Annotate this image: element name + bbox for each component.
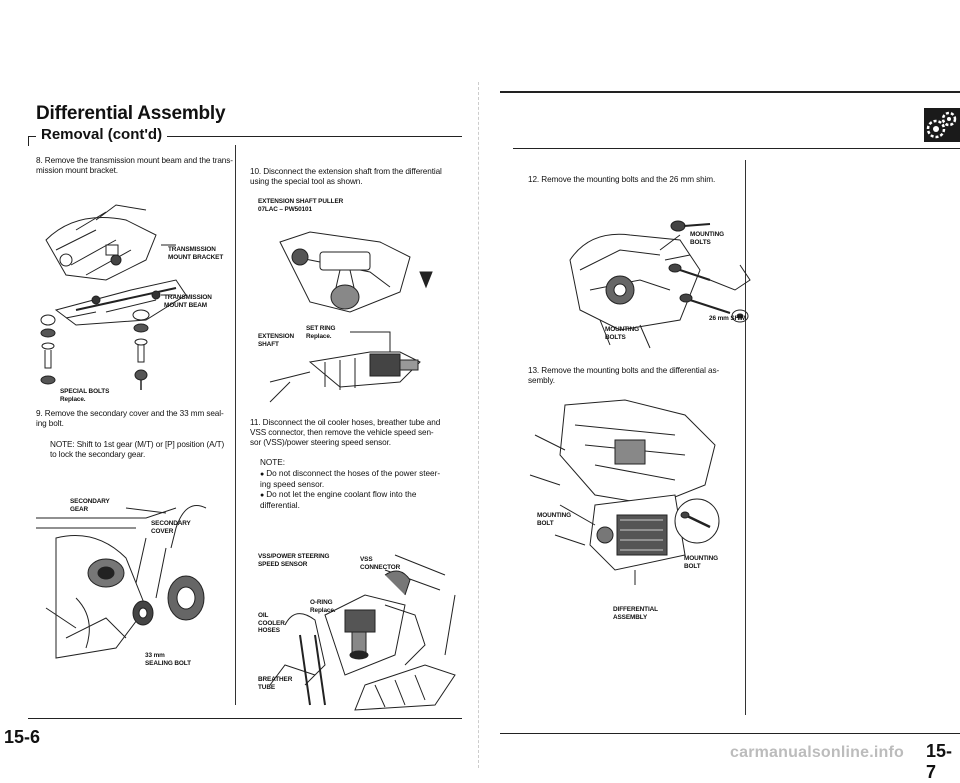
illustration-secondary-cover — [36, 488, 236, 670]
gear-pair-icon — [924, 108, 960, 142]
label-secondary-cover: SECONDARY COVER — [151, 520, 191, 535]
step-8-text: 8. Remove the transmission mount beam an… — [36, 156, 233, 175]
label-breather-tube: BREATHER TUBE — [258, 676, 293, 691]
title-rule — [28, 136, 462, 137]
illustration-mounting-bolts-shim — [560, 210, 760, 350]
label-vss-connector: VSS CONNECTOR — [360, 556, 401, 571]
label-33mm-sealing-bolt: 33 mm SEALING BOLT — [145, 652, 191, 667]
label-extension-shaft: EXTENSION SHAFT — [258, 333, 295, 348]
left-column-divider — [235, 145, 236, 705]
page-number-left: 15-6 — [4, 727, 41, 747]
illustration-differential-assembly — [525, 395, 740, 605]
step-9-text: 9. Remove the secondary cover and the 33… — [36, 409, 224, 428]
label-transmission-mount-beam: TRANSMISSION MOUNT BEAM — [164, 294, 212, 309]
step-12-text: 12. Remove the mounting bolts and the 26… — [528, 175, 716, 184]
label-mounting-bolt-left: MOUNTING BOLT — [537, 512, 571, 527]
step-11-text: 11. Disconnect the oil cooler hoses, bre… — [250, 418, 441, 447]
page-subtitle: Removal (cont'd) — [36, 126, 168, 143]
page-title: Differential Assembly — [36, 103, 226, 124]
right-page-bottom-rule — [500, 733, 960, 734]
illustration-vss-sensor — [255, 535, 465, 715]
page-number-right: 15-7 — [926, 741, 953, 782]
illustration-extension-shaft — [250, 212, 460, 412]
right-column-divider — [745, 160, 746, 715]
title-rule-left-tick — [28, 136, 29, 146]
label-26mm-shim: 26 mm SHIM — [709, 315, 747, 322]
label-special-bolts: SPECIAL BOLTS Replace. — [60, 388, 110, 403]
step-11-note-heading: NOTE: — [260, 458, 286, 467]
page-spine — [478, 82, 486, 768]
label-o-ring: O-RING Replace. — [310, 599, 336, 614]
label-mounting-bolts-bottom: MOUNTING BOLTS — [605, 326, 639, 341]
label-set-ring: SET RING Replace. — [306, 325, 336, 340]
label-extension-shaft-puller: EXTENSION SHAFT PULLER 07LAC – PW50101 — [258, 198, 344, 213]
label-transmission-mount-bracket: TRANSMISSION MOUNT BRACKET — [168, 246, 224, 261]
step-9-note: NOTE: Shift to 1st gear (M/T) or [P] pos… — [50, 440, 225, 459]
label-secondary-gear: SECONDARY GEAR — [70, 498, 110, 513]
label-mounting-bolts-top: MOUNTING BOLTS — [690, 231, 724, 246]
label-differential-assembly: DIFFERENTIAL ASSEMBLY — [613, 606, 658, 621]
illustration-mount-beam — [36, 200, 236, 405]
left-page-bottom-rule — [28, 718, 462, 719]
right-page-top-rule — [500, 91, 960, 93]
step-10-text: 10. Disconnect the extension shaft from … — [250, 167, 442, 186]
step-11-note-2: Do not let the engine coolant flow into … — [260, 490, 465, 511]
step-11-note-1: Do not disconnect the hoses of the power… — [260, 469, 465, 490]
step-13-text: 13. Remove the mounting bolts and the di… — [528, 366, 720, 385]
label-oil-cooler-hoses: OIL COOLER HOSES — [258, 612, 285, 634]
right-page-header-rule — [513, 148, 960, 149]
label-mounting-bolt-right: MOUNTING BOLT — [684, 555, 718, 570]
watermark: carmanualsonline.info — [730, 744, 905, 761]
label-vss-power-steering-speed-sensor: VSS/POWER STEERING SPEED SENSOR — [258, 553, 330, 568]
